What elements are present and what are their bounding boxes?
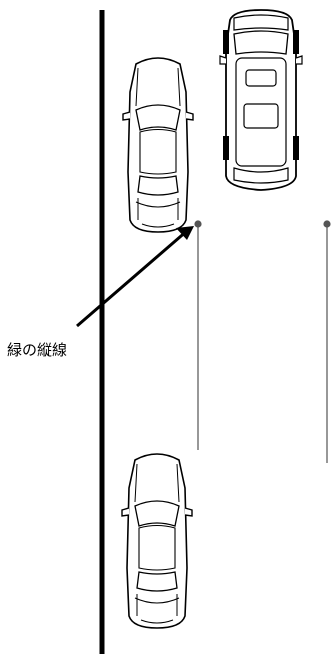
car-sedan-bottom (121, 453, 193, 629)
car-sedan-top (122, 57, 194, 233)
callout-arrow-head (176, 226, 194, 240)
callout-label: 緑の縦線 (7, 341, 68, 359)
guide-dot-left (194, 220, 202, 228)
car-van-top (219, 9, 303, 191)
callout-arrow-line (76, 228, 189, 328)
guide-dot-right (323, 220, 331, 228)
